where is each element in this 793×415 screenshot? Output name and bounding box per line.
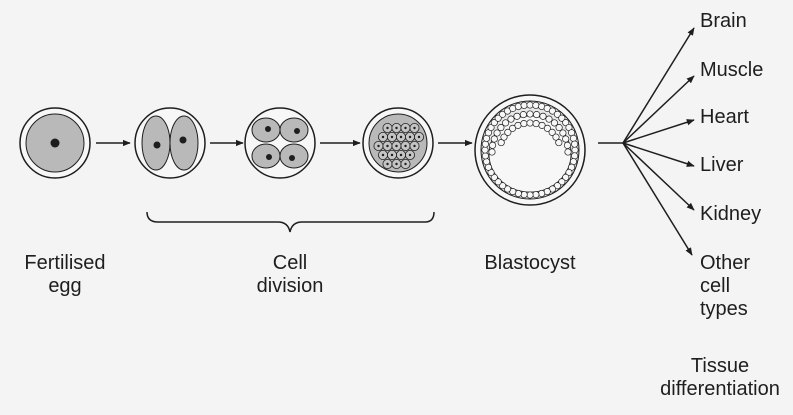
cell-type-other-line-2: cell <box>700 275 750 298</box>
blastocyst-label: Blastocyst <box>470 252 590 275</box>
cell-type-other-line-1: Other <box>700 252 750 275</box>
morula-embryo <box>363 108 433 178</box>
fertilised-egg-label-line-1: Fertilised <box>10 252 120 275</box>
differentiation-arrows <box>623 28 694 255</box>
two-cell-embryo <box>135 108 205 178</box>
cell-type-kidney-text: Kidney <box>700 203 761 226</box>
cell-type-muscle: Muscle <box>700 59 763 82</box>
cell-division-label: Cell division <box>235 252 345 298</box>
fertilised-egg-cell <box>20 108 90 178</box>
cell-division-brace <box>147 212 434 232</box>
blastocyst-embryo <box>475 95 585 205</box>
blastocyst-label-text: Blastocyst <box>470 252 590 275</box>
four-cell-embryo <box>245 108 315 178</box>
cell-type-other-line-3: types <box>700 298 750 321</box>
tissue-differentiation-label: Tissue differentiation <box>655 355 785 401</box>
cell-type-muscle-text: Muscle <box>700 59 763 82</box>
differentiation-arrow-3 <box>623 120 694 143</box>
cell-type-liver: Liver <box>700 154 743 177</box>
cell-type-other: Other cell types <box>700 252 750 321</box>
differentiation-arrow-4 <box>623 143 694 166</box>
cell-type-heart: Heart <box>700 106 749 129</box>
fertilised-egg-label: Fertilised egg <box>10 252 120 298</box>
cell-division-label-line-1: Cell <box>235 252 345 275</box>
cell-type-heart-text: Heart <box>700 106 749 129</box>
cell-type-brain-text: Brain <box>700 10 747 33</box>
tissue-differentiation-label-line-1: Tissue <box>655 355 785 378</box>
cell-type-brain: Brain <box>700 10 747 33</box>
cell-type-liver-text: Liver <box>700 154 743 177</box>
cell-type-kidney: Kidney <box>700 203 761 226</box>
tissue-differentiation-label-line-2: differentiation <box>655 378 785 401</box>
fertilised-egg-label-line-2: egg <box>10 275 120 298</box>
cell-division-label-line-2: division <box>235 275 345 298</box>
